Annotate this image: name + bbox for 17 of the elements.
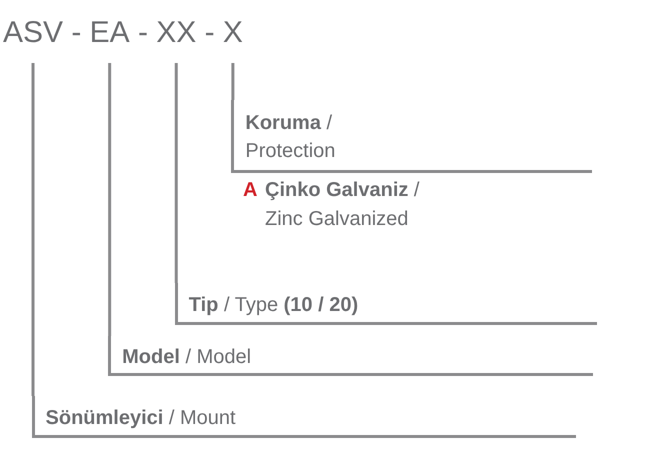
code-field-label: Tip / Type (10 / 20) xyxy=(174,283,597,325)
leader-line xyxy=(174,63,178,283)
code-separator: - xyxy=(138,15,148,51)
code-field-label: Sönümleyici / Mount xyxy=(32,396,576,438)
leader-line xyxy=(32,63,35,396)
code-part-label: ASV xyxy=(3,15,64,51)
code-part-label: EA xyxy=(90,15,130,51)
code-part-label: XX xyxy=(156,15,196,51)
code-field-label: Koruma / Protection xyxy=(231,100,592,173)
leader-line xyxy=(108,63,112,336)
option-label: Çinko Galvaniz / Zinc Galvanized xyxy=(265,178,420,232)
leader-line xyxy=(231,63,234,100)
code-separator: - xyxy=(204,15,215,51)
code-part-label: X xyxy=(222,15,243,51)
option-code: A xyxy=(243,178,258,203)
code-separator: - xyxy=(71,15,82,51)
code-field-label: Model / Model xyxy=(108,336,593,376)
